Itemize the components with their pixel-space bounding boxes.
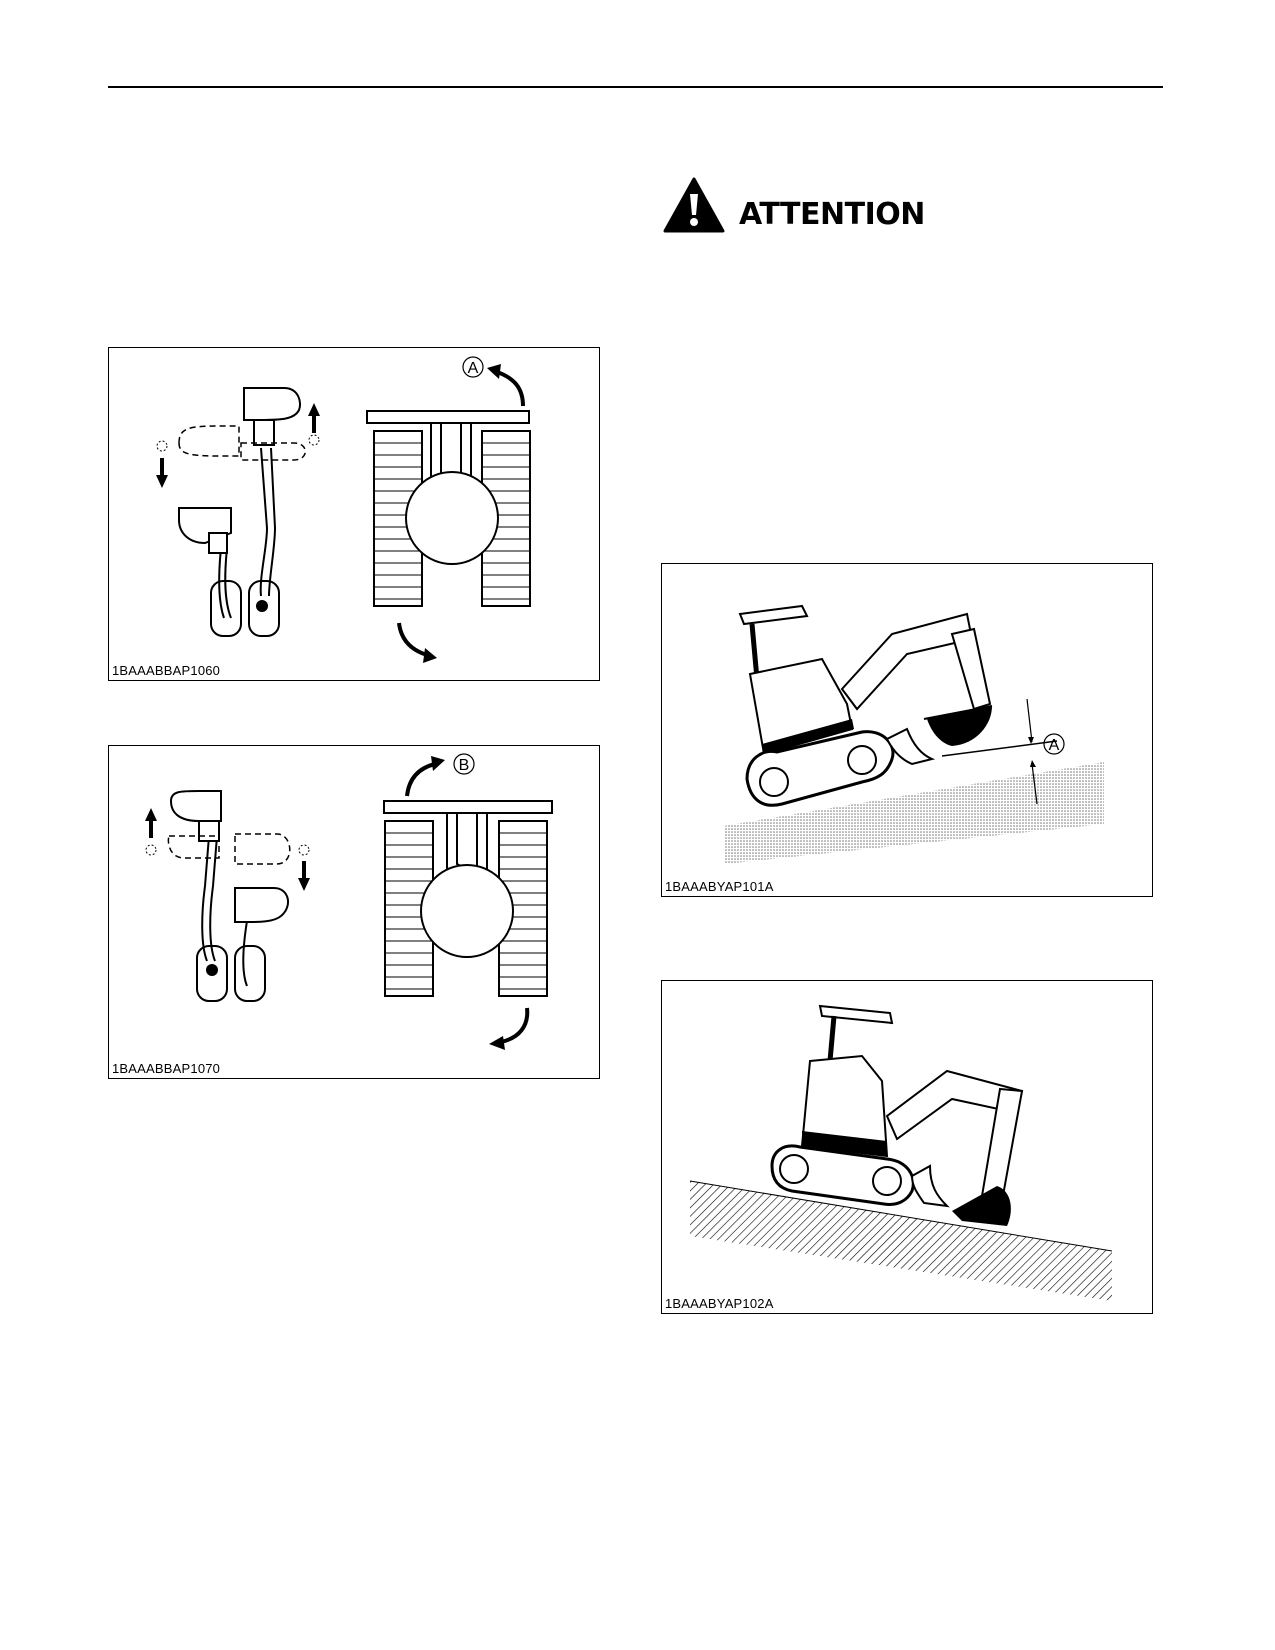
warning-triangle-icon [663,177,725,233]
figure-code: 1BAAABBAP1060 [112,663,221,678]
figure-3: A 1BAAABYAP101A [661,563,1153,897]
figure-4: 1BAAABYAP102A [661,980,1153,1314]
marker-a: A [1049,737,1060,754]
marker-a: A [468,360,479,377]
attention-heading: ATTENTION [663,177,925,233]
figure-code: 1BAAABYAP102A [665,1296,774,1311]
figure-1: A 1BAAABBAP1060 [108,347,600,681]
excavator-slope-diagram: A [724,604,1104,864]
lever-turn-diagram: A [156,356,531,663]
attention-label: ATTENTION [739,197,925,232]
excavator-slope-diagram [689,1004,1113,1301]
figure-2: B 1BAAABBAP1070 [108,745,600,1079]
figure-code: 1BAAABBAP1070 [112,1061,221,1076]
header-rule [108,86,1163,88]
lever-turn-diagram: B [145,753,553,1050]
figure-code: 1BAAABYAP101A [665,879,774,894]
marker-b: B [459,757,470,774]
